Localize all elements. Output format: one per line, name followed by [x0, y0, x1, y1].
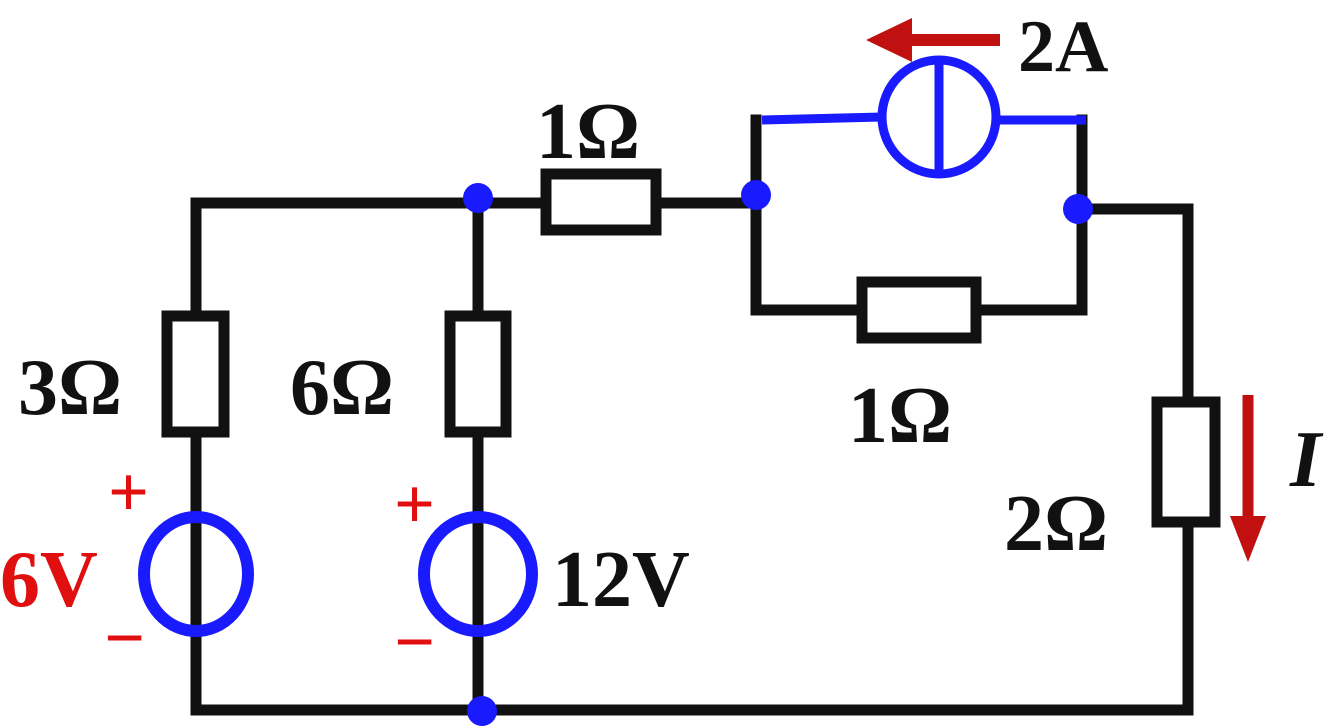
- minus-6v: −: [104, 598, 145, 678]
- voltage-source-6v: [138, 511, 254, 637]
- resistor-3ohm: [161, 310, 230, 438]
- arrows: [866, 18, 1266, 562]
- current-source-lead-left: [761, 112, 883, 125]
- label-6ohm: 6Ω: [290, 344, 394, 432]
- current-source-2a: [761, 55, 1086, 179]
- label-12v: 12V: [552, 536, 690, 624]
- label-3ohm: 3Ω: [18, 344, 122, 432]
- minus-12v: −: [394, 602, 435, 682]
- resistor-2ohm: [1151, 396, 1221, 528]
- label-1ohm-parallel: 1Ω: [848, 372, 952, 460]
- resistor-6ohm: [444, 310, 512, 438]
- label-current-i: I: [1289, 416, 1324, 504]
- node-d: [467, 696, 497, 726]
- label-6v: 6V: [0, 536, 98, 624]
- node-c: [1063, 194, 1093, 224]
- plus-12v: +: [394, 464, 435, 544]
- nodes: [463, 180, 1093, 726]
- label-2ohm: 2Ω: [1004, 480, 1108, 568]
- plus-6v: +: [108, 452, 149, 532]
- arrow-2a-head: [866, 18, 912, 62]
- voltage-source-12v: [418, 511, 538, 637]
- label-2a: 2A: [1018, 6, 1108, 88]
- labels: 2A 1Ω 3Ω 6Ω 1Ω 2Ω I 12V 6V + − + −: [0, 6, 1324, 682]
- wires: [190, 114, 1194, 716]
- resistors: [161, 168, 1221, 528]
- wire-parallel-left: [750, 114, 868, 316]
- wire-parallel-right: [970, 114, 1088, 316]
- arrow-i-head: [1230, 516, 1266, 562]
- resistor-1ohm-parallel: [856, 276, 982, 344]
- node-a: [463, 183, 493, 213]
- voltage-sources: [138, 511, 538, 637]
- node-b: [741, 180, 771, 210]
- wire-right: [1076, 203, 1194, 716]
- resistor-1ohm-top: [540, 168, 662, 236]
- label-1ohm-top: 1Ω: [536, 88, 640, 176]
